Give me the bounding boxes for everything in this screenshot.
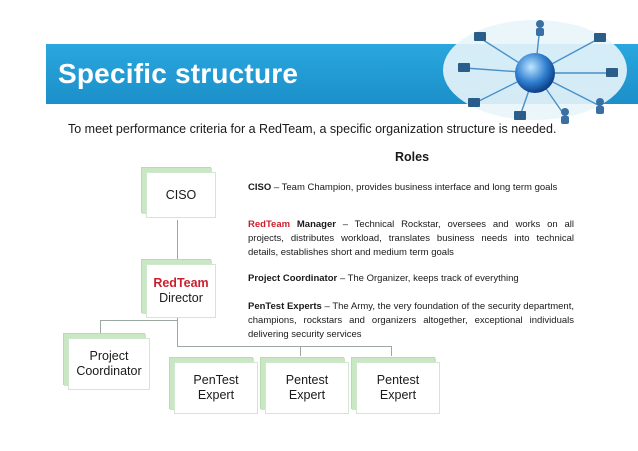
- network-globe-icon: [443, 20, 627, 124]
- role-pentest-experts: PenTest Experts – The Army, the very fou…: [248, 300, 574, 342]
- org-label-ciso: CISO: [165, 187, 197, 202]
- role-project-coordinator: Project Coordinator – The Organizer, kee…: [248, 272, 574, 286]
- connector-horizontal-bar: [100, 320, 178, 321]
- org-label-expert-2: Expert: [288, 388, 326, 402]
- org-box-project-coordinator: Project Coordinator: [68, 338, 150, 390]
- role-key-ciso: CISO: [248, 182, 272, 193]
- role-redteam-manager: RedTeam Manager – Technical Rockstar, ov…: [248, 218, 574, 260]
- connector-director-down: [177, 318, 178, 346]
- org-label-expert-3: Expert: [379, 388, 417, 402]
- org-label-coordinator: Coordinator: [76, 364, 142, 378]
- org-box-redteam-director: RedTeam Director: [146, 264, 216, 318]
- role-key-project-coordinator: Project Coordinator: [248, 273, 338, 284]
- org-box-pentest-expert-3: Pentest Expert: [356, 362, 440, 414]
- org-label-pentest-1: PenTest: [193, 373, 239, 387]
- connector-experts-bar: [177, 346, 392, 347]
- connector-to-expert-2: [300, 346, 301, 356]
- role-key-redteam: RedTeam: [248, 219, 291, 230]
- org-label-expert-1: Expert: [197, 388, 235, 402]
- role-text-pentest-experts: – The Army, the very foundation of the s…: [248, 301, 574, 340]
- org-label-project: Project: [89, 349, 129, 363]
- role-ciso: CISO – Team Champion, provides business …: [248, 181, 574, 195]
- role-key-pentest-experts: PenTest Experts: [248, 301, 322, 312]
- role-text-redteam-manager: – Technical Rockstar, oversees and works…: [248, 219, 574, 258]
- role-key-manager: Manager: [290, 219, 336, 230]
- slide-subtitle: To meet performance criteria for a RedTe…: [68, 122, 557, 136]
- org-label-redteam: RedTeam: [153, 276, 209, 290]
- org-label-pentest-3: Pentest: [376, 373, 420, 387]
- connector-ciso-director: [177, 220, 178, 262]
- org-box-pentest-expert-1: PenTest Expert: [174, 362, 258, 414]
- org-label-director: Director: [159, 291, 203, 305]
- roles-heading: Roles: [395, 150, 430, 164]
- org-label-pentest-2: Pentest: [285, 373, 329, 387]
- connector-to-coordinator: [100, 320, 101, 338]
- org-box-ciso: CISO: [146, 172, 216, 218]
- role-text-project-coordinator: – The Organizer, keeps track of everythi…: [337, 273, 519, 284]
- slide-title: Specific structure: [58, 58, 299, 89]
- org-box-pentest-expert-2: Pentest Expert: [265, 362, 349, 414]
- role-text-ciso: – Team Champion, provides business inter…: [271, 182, 558, 193]
- connector-to-expert-3: [391, 346, 392, 356]
